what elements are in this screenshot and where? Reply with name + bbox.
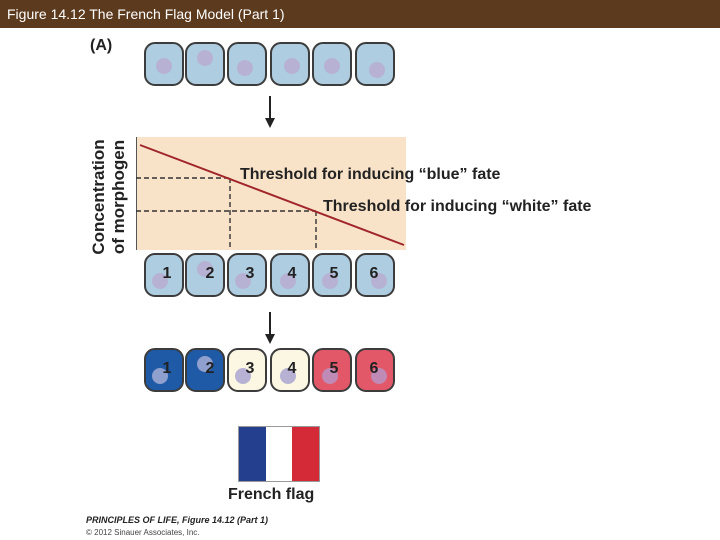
cell-nucleus bbox=[369, 62, 385, 78]
cell-nucleus bbox=[237, 60, 253, 76]
cell bbox=[185, 42, 225, 86]
panel-label: (A) bbox=[90, 37, 113, 54]
cell-nucleus bbox=[235, 273, 251, 289]
french-flag bbox=[238, 426, 320, 482]
white-threshold-label: Threshold for inducing “white” fate bbox=[323, 198, 592, 215]
cell-nucleus bbox=[371, 368, 387, 384]
cell-blue-fate: 2 bbox=[185, 348, 225, 392]
cell: 3 bbox=[227, 253, 267, 297]
plot-background bbox=[136, 137, 406, 250]
cell-white-fate: 3 bbox=[227, 348, 267, 392]
cell-nucleus bbox=[284, 58, 300, 74]
figure-title-bar: Figure 14.12 The French Flag Model (Part… bbox=[0, 0, 720, 28]
cell-number: 3 bbox=[245, 265, 255, 282]
cell-number: 4 bbox=[287, 360, 297, 377]
morphogen-gradient-plot: Threshold for inducing “blue” fate Thres… bbox=[136, 137, 592, 250]
flag-red-stripe bbox=[292, 427, 320, 481]
cell-nucleus bbox=[322, 273, 338, 289]
cell-nucleus bbox=[156, 58, 172, 74]
y-axis-label-line2: of morphogen bbox=[109, 140, 128, 254]
arrow-down-icon bbox=[265, 334, 275, 344]
cell-number: 6 bbox=[369, 265, 379, 282]
arrow-down-icon bbox=[265, 118, 275, 128]
cell-nucleus bbox=[235, 368, 251, 384]
cell-number: 3 bbox=[245, 360, 255, 377]
cell: 1 bbox=[144, 253, 184, 297]
flag-white-stripe bbox=[265, 427, 293, 481]
cell-red-fate: 6 bbox=[355, 348, 395, 392]
cell-nucleus bbox=[324, 58, 340, 74]
cell-nucleus bbox=[152, 368, 168, 384]
cell bbox=[355, 42, 395, 86]
blue-threshold-label: Threshold for inducing “blue” fate bbox=[240, 166, 501, 183]
cell bbox=[270, 42, 310, 86]
cell-nucleus bbox=[322, 368, 338, 384]
cell-red-fate: 5 bbox=[312, 348, 352, 392]
cell-number: 2 bbox=[205, 265, 215, 282]
arrow-down-line bbox=[269, 96, 271, 118]
cell-nucleus bbox=[280, 273, 296, 289]
cell-nucleus bbox=[371, 273, 387, 289]
cell-white-fate: 4 bbox=[270, 348, 310, 392]
cell-nucleus bbox=[197, 261, 213, 277]
cell bbox=[144, 42, 184, 86]
credit-book: PRINCIPLES OF LIFE, Figure 14.12 (Part 1… bbox=[86, 515, 269, 525]
cell-number: 4 bbox=[287, 265, 297, 282]
cell-number: 5 bbox=[329, 360, 339, 377]
arrow-down-line bbox=[269, 312, 271, 334]
cell-number: 2 bbox=[205, 360, 215, 377]
cell-nucleus bbox=[197, 50, 213, 66]
cell-blue-fate: 1 bbox=[144, 348, 184, 392]
cell-number: 1 bbox=[162, 360, 172, 377]
cell: 5 bbox=[312, 253, 352, 297]
morphogen-gradient-line bbox=[139, 144, 405, 246]
cell bbox=[227, 42, 267, 86]
cell-nucleus bbox=[152, 273, 168, 289]
figure-title: Figure 14.12 The French Flag Model (Part… bbox=[7, 6, 285, 22]
cell: 4 bbox=[270, 253, 310, 297]
cell-nucleus bbox=[197, 356, 213, 372]
credit-copyright: © 2012 Sinauer Associates, Inc. bbox=[86, 528, 200, 537]
flag-blue-stripe bbox=[239, 427, 266, 481]
cell-number: 5 bbox=[329, 265, 339, 282]
cell-number: 1 bbox=[162, 265, 172, 282]
y-axis-label: Concentration of morphogen bbox=[89, 139, 128, 254]
cell-nucleus bbox=[280, 368, 296, 384]
cell bbox=[312, 42, 352, 86]
cell-number: 6 bbox=[369, 360, 379, 377]
cell: 6 bbox=[355, 253, 395, 297]
y-axis-label-line1: Concentration bbox=[89, 139, 108, 254]
cell: 2 bbox=[185, 253, 225, 297]
flag-caption: French flag bbox=[228, 486, 315, 503]
